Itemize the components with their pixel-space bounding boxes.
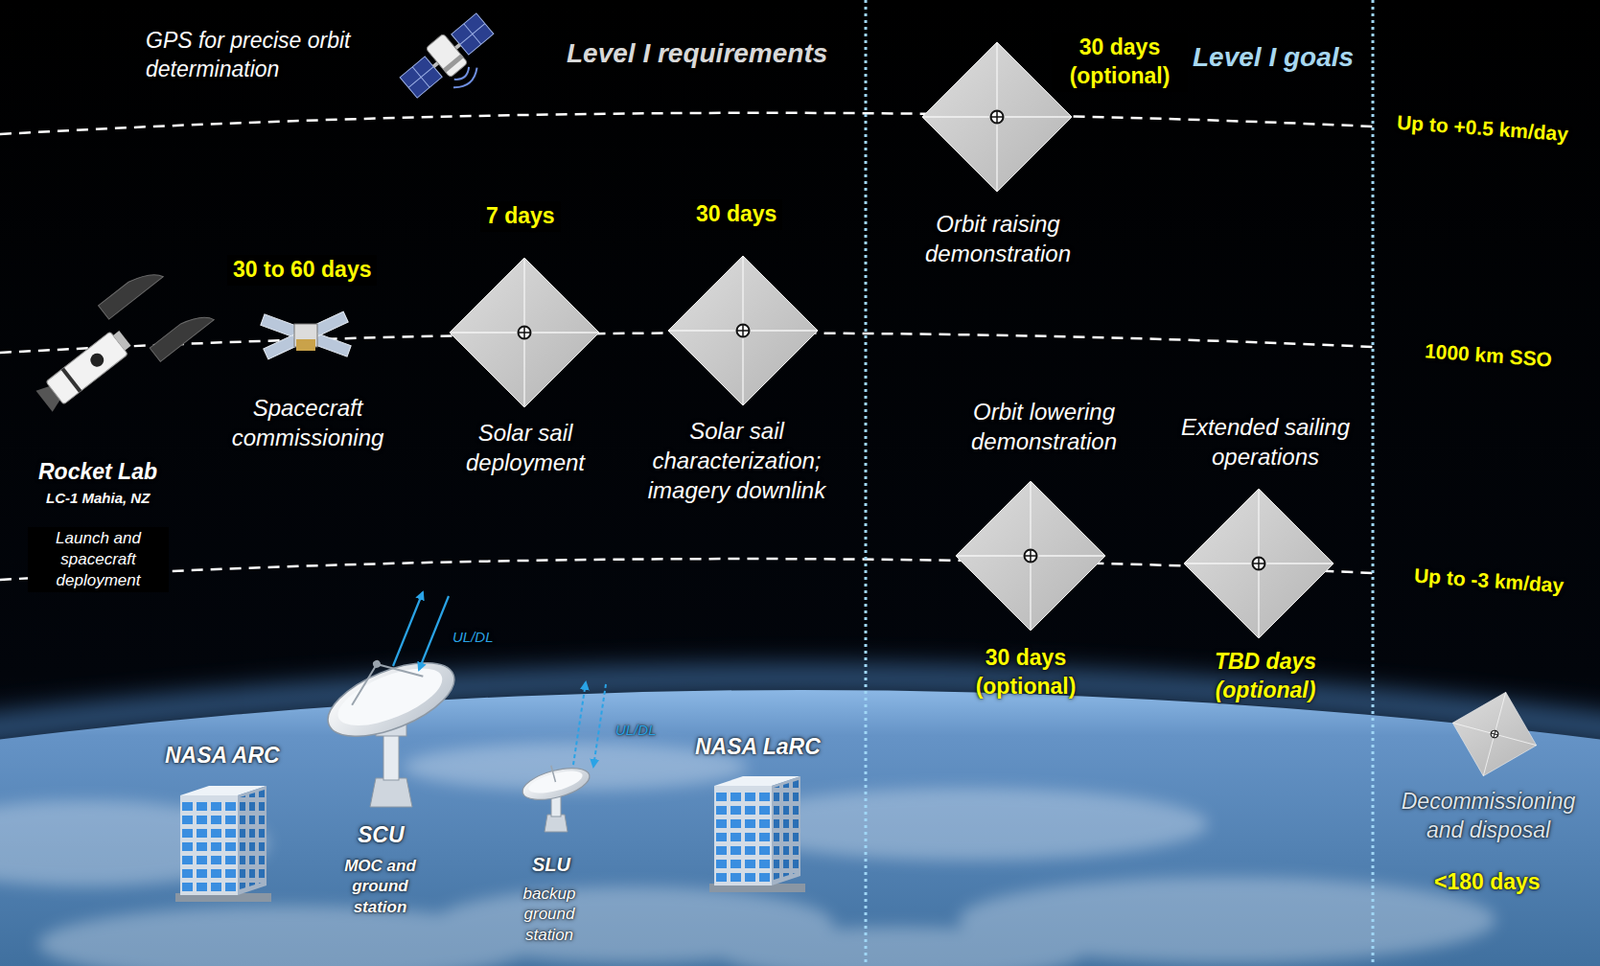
building (709, 776, 806, 893)
phase-label: Extended sailing operations (1164, 412, 1367, 472)
note-text: GPS for precise orbit determination (145, 26, 391, 85)
solar-sail (1441, 681, 1549, 789)
duration-label: 7 days (480, 201, 561, 232)
solar-sail (1183, 488, 1334, 639)
orbit-label: Up to +0.5 km/day (1395, 109, 1570, 148)
ground-antenna (517, 756, 593, 833)
earth (0, 690, 1600, 966)
phase-label: Solar sail characterization; imagery dow… (628, 416, 845, 507)
station-name: SLU (532, 852, 571, 878)
spacecraft (260, 311, 351, 360)
section-heading: Level I requirements (566, 36, 828, 71)
orbit-line (0, 113, 1373, 135)
orbit-label: Up to -3 km/day (1413, 562, 1565, 600)
station-role: backup ground station (506, 883, 593, 946)
phase-label: Orbit lowering demonstration (938, 396, 1150, 457)
duration-label: 30 days (optional) (963, 644, 1089, 702)
uplink-arrow (573, 682, 586, 766)
orbit-label: 1000 km SSO (1423, 337, 1554, 373)
phase-label: Decommissioning and disposal (1385, 788, 1592, 846)
downlink-arrow (418, 596, 449, 671)
phase-label: Solar sail deployment (448, 417, 603, 478)
downlink-arrow (593, 684, 606, 767)
gps-satellite (395, 8, 508, 116)
ground-antenna (313, 635, 465, 808)
site-label: LC-1 Mahia, NZ (46, 488, 150, 509)
duration-label: <180 days (1434, 868, 1541, 898)
solar-sail (449, 257, 600, 408)
section-heading: Level I goals (1192, 40, 1354, 75)
station-role: MOC and ground station (334, 856, 426, 918)
building (175, 786, 272, 903)
phase-label: Launch and spacecraft deployment (27, 527, 169, 593)
facility-name: NASA LaRC (695, 733, 821, 763)
duration-label: TBD days (optional) (1203, 648, 1328, 706)
duration-label: 30 days (690, 199, 783, 231)
phase-divider (864, 0, 868, 966)
provider-name: Rocket Lab (38, 458, 158, 487)
station-name: SCU (357, 821, 405, 851)
atmosphere-glow (0, 678, 1600, 966)
facility-name: NASA ARC (164, 742, 280, 771)
phase-label: Spacecraft commissioning (211, 393, 404, 453)
uplink-arrow (393, 592, 423, 667)
orbit-line (0, 558, 1373, 580)
duration-label: 30 days (optional) (1051, 32, 1188, 93)
phase-label: Orbit raising demonstration (902, 208, 1094, 269)
duration-label: 30 to 60 days (227, 255, 377, 286)
launch-vehicle (18, 255, 214, 434)
link-label: UL/DL (615, 720, 657, 741)
solar-sail (668, 255, 818, 406)
solar-sail (955, 481, 1106, 631)
solar-sail (922, 42, 1072, 192)
link-label: UL/DL (452, 627, 494, 648)
phase-divider (1371, 0, 1375, 966)
clouds (0, 742, 1496, 966)
